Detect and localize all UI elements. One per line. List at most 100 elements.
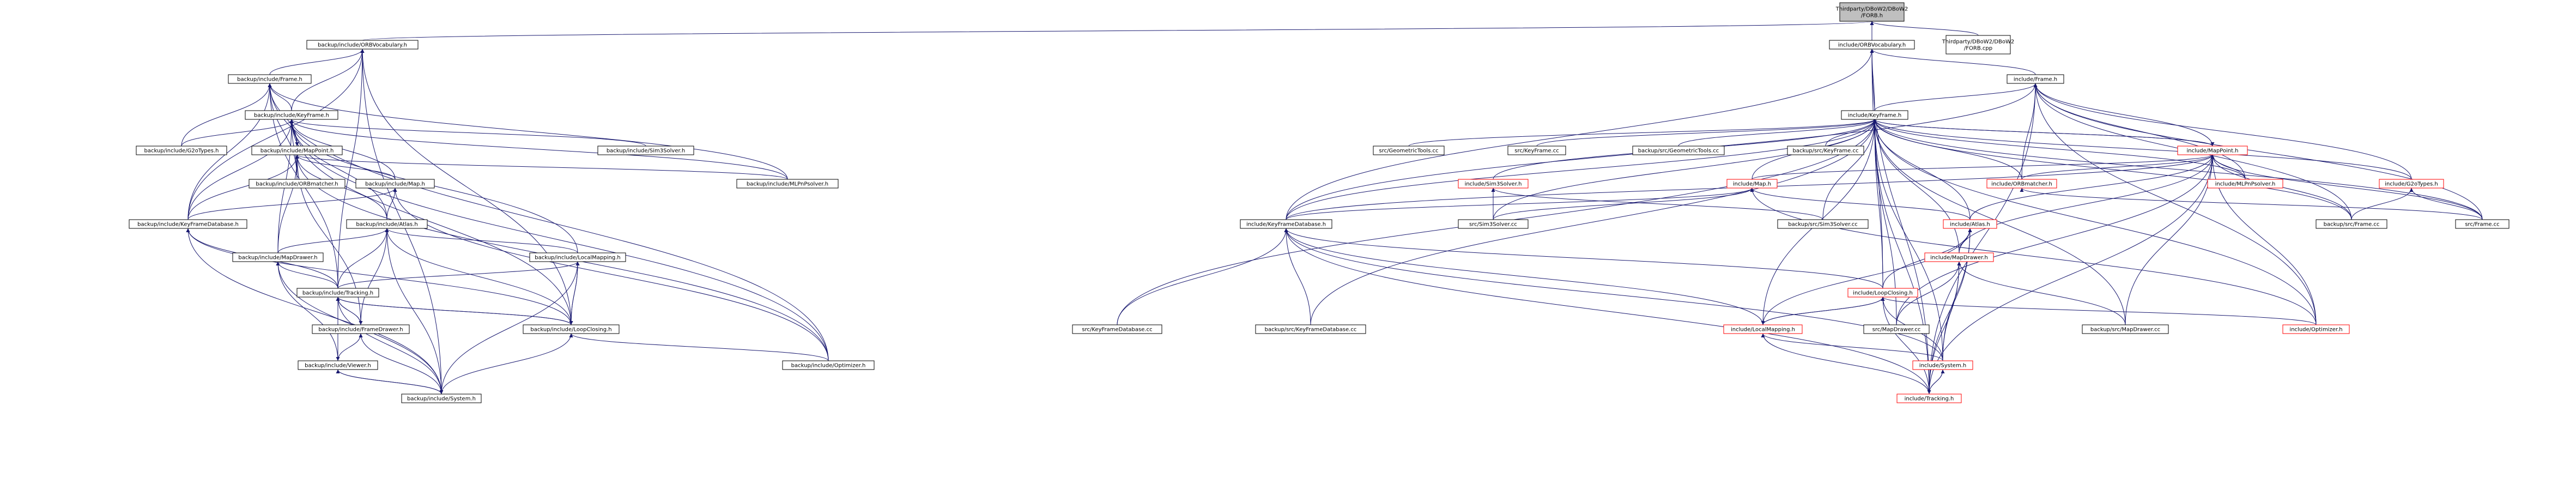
node-box-i_orbm [1986,179,2057,189]
node-b_map[interactable]: backup/include/Map.h [355,179,435,189]
node-label-i_mp: include/MapPoint.h [2186,148,2238,154]
node-label-b_fd: backup/include/FrameDrawer.h [318,327,403,333]
edge-i_mp-to-i_kf [1874,119,2215,147]
node-bs_geo[interactable]: backup/src/GeometricTools.cc [1632,146,1725,155]
node-label-forbcpp: Thirdparty/DBoW2/DBoW2 [1942,39,2015,45]
node-s_geo[interactable]: src/GeometricTools.cc [1373,146,1445,155]
edge-b_lc-to-b_lm [569,261,578,325]
node-i_g2o[interactable]: include/G2oTypes.h [2379,179,2444,189]
edge-b_map-to-b_opt [393,187,829,361]
edge-i_kfdb-to-i_tr [1284,228,1930,395]
node-b_sim3[interactable]: backup/include/Sim3Solver.h [597,146,694,155]
node-s_kf[interactable]: src/KeyFrame.cc [1507,146,1566,155]
edge-b_md-to-b_viewer [276,261,338,361]
node-s_md[interactable]: src/MapDrawer.cc [1863,324,1930,334]
node-b_mp[interactable]: backup/include/MapPoint.h [251,146,343,155]
node-box-bs_kfdb [1255,324,1366,334]
edge-b_atlas-to-b_sys [385,228,442,395]
edge-i_mp-to-i_map [1751,154,2215,180]
node-bs_md[interactable]: backup/src/MapDrawer.cc [2082,324,2169,334]
node-b_lm[interactable]: backup/include/LocalMapping.h [529,252,626,262]
edge-i_map-to-i_opt [1750,187,2317,325]
node-i_atlas[interactable]: include/Atlas.h [1943,219,1997,229]
edge-b_orbvoc-to-b_tr [337,49,365,289]
node-i_map[interactable]: include/Map.h [1726,179,1778,189]
node-i_kf[interactable]: include/KeyFrame.h [1841,110,1908,120]
node-i_orbvoc[interactable]: include/ORBVocabulary.h [1829,40,1915,50]
node-b_orbvoc[interactable]: backup/include/ORBVocabulary.h [306,40,419,50]
node-box-s_kf [1507,146,1566,155]
node-label-forbcpp: /FORB.cpp [1964,46,1992,52]
node-box-b_frame [228,74,312,84]
node-box-b_sys [401,394,482,403]
node-i_opt[interactable]: include/Optimizer.h [2282,324,2350,334]
node-box-b_kfdb [129,219,247,229]
node-b_orbm[interactable]: backup/include/ORBmatcher.h [248,179,346,189]
edge-i_lc-to-i_opt [1881,297,2317,325]
edge-i_kf-to-bs_kf [1825,119,1877,147]
node-label-i_frame: include/Frame.h [2014,77,2057,83]
node-b_kfdb[interactable]: backup/include/KeyFrameDatabase.h [129,219,247,229]
node-i_sim3[interactable]: include/Sim3Solver.h [1458,179,1529,189]
node-i_lm[interactable]: include/LocalMapping.h [1723,324,1803,334]
node-root: Thirdparty/DBoW2/DBoW2/FORB.h [1835,2,1908,22]
node-i_frame[interactable]: include/Frame.h [2007,74,2064,84]
node-i_tr[interactable]: include/Tracking.h [1896,394,1962,403]
edge-b_atlas-to-b_tr [337,228,389,289]
node-i_md[interactable]: include/MapDrawer.h [1924,252,1994,262]
node-bs_kf[interactable]: backup/src/KeyFrame.cc [1787,146,1864,155]
node-box-s_md [1863,324,1930,334]
node-b_atlas[interactable]: backup/include/Atlas.h [346,219,428,229]
node-s_frame[interactable]: src/Frame.cc [2455,219,2510,229]
edge-root-to-forbcpp [1870,21,1979,36]
node-box-bs_frame [2316,219,2387,229]
node-b_sys[interactable]: backup/include/System.h [401,394,482,403]
node-label-i_md: include/MapDrawer.h [1930,255,1988,261]
node-forbcpp[interactable]: Thirdparty/DBoW2/DBoW2/FORB.cpp [1942,35,2015,55]
node-b_fd[interactable]: backup/include/FrameDrawer.h [312,324,410,334]
node-box-s_kfdb [1072,324,1162,334]
node-b_viewer[interactable]: backup/include/Viewer.h [298,360,378,370]
node-i_lc[interactable]: include/LoopClosing.h [1847,288,1918,298]
node-box-b_orbvoc [306,40,419,50]
node-s_sim3[interactable]: src/Sim3Solver.cc [1458,219,1529,229]
node-bs_kfdb[interactable]: backup/src/KeyFrameDatabase.cc [1255,324,1366,334]
node-s_kfdb[interactable]: src/KeyFrameDatabase.cc [1072,324,1162,334]
edge-b_kf-to-b_map [289,119,396,180]
node-b_md[interactable]: backup/include/MapDrawer.h [232,252,324,262]
edge-b_atlas-to-b_lm [385,228,578,253]
node-b_kf[interactable]: backup/include/KeyFrame.h [245,110,338,120]
node-i_kfdb[interactable]: include/KeyFrameDatabase.h [1240,219,1332,229]
edge-i_kfdb-to-s_kfdb [1117,228,1288,325]
edge-b_orbvoc-to-b_lc [360,49,572,325]
edge-b_lc-to-b_sys [441,333,573,395]
edge-root-to-b_orbvoc [362,21,1874,41]
node-b_frame[interactable]: backup/include/Frame.h [228,74,312,84]
node-label-b_lc: backup/include/LoopClosing.h [530,327,611,333]
node-box-b_atlas [346,219,428,229]
node-label-b_map: backup/include/Map.h [365,182,425,187]
node-i_orbm[interactable]: include/ORBmatcher.h [1986,179,2057,189]
node-b_lc[interactable]: backup/include/LoopClosing.h [523,324,620,334]
edge-b_mp-to-b_md [277,154,299,253]
edge-i_lc-to-i_tr [1881,297,1930,395]
node-b_opt[interactable]: backup/include/Optimizer.h [782,360,875,370]
edge-i_kf-to-bs_geo [1678,119,1877,147]
node-i_mp[interactable]: include/MapPoint.h [2177,146,2248,155]
edge-i_g2o-to-s_frame [2409,187,2483,220]
node-label-bs_frame: backup/src/Frame.cc [2324,222,2380,228]
node-label-i_kf: include/KeyFrame.h [1848,113,1901,119]
node-i_mlpnp[interactable]: include/MLPnPsolver.h [2207,179,2283,189]
node-i_sys[interactable]: include/System.h [1912,360,1973,370]
node-b_g2o[interactable]: backup/include/G2oTypes.h [136,146,227,155]
node-bs_frame[interactable]: backup/src/Frame.cc [2316,219,2387,229]
node-box-b_g2o [136,146,227,155]
node-label-bs_geo: backup/src/GeometricTools.cc [1638,148,1719,154]
node-label-i_sim3: include/Sim3Solver.h [1465,182,1522,187]
edge-i_frame-to-i_kf [1874,83,2038,111]
node-box-s_frame [2455,219,2510,229]
node-b_mlpnp[interactable]: backup/include/MLPnPsolver.h [736,179,839,189]
node-b_tr[interactable]: backup/include/Tracking.h [296,288,379,298]
edge-i_map-to-i_kfdb [1286,187,1754,220]
node-bs_sim3[interactable]: backup/src/Sim3Solver.cc [1777,219,1869,229]
